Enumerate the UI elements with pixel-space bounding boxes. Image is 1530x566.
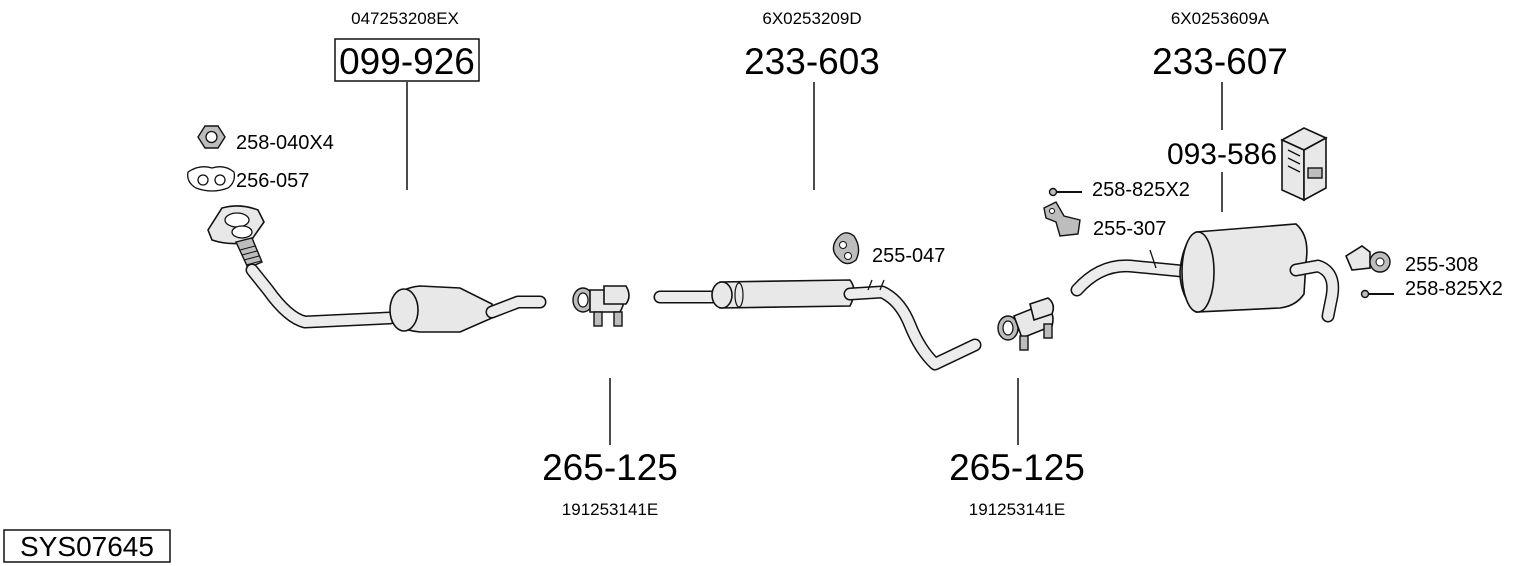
rear-bracket-1-part-number: 255-307 <box>1093 218 1166 240</box>
flange-gasket-icon <box>187 166 236 192</box>
clamp-2-oem: 191253141E <box>969 500 1065 519</box>
bolt-2-icon <box>1360 289 1394 299</box>
clamp-1-part-number: 265-125 <box>542 447 678 488</box>
front-pipe-catalyst <box>207 205 547 333</box>
mounting-kit-box-icon <box>1280 127 1328 202</box>
middle-hanger-part-number: 255-047 <box>872 245 945 267</box>
rear-bolt-1-part-number: 258-825X2 <box>1092 179 1190 201</box>
front-pipe-nut-part-number: 258-040X4 <box>236 132 334 154</box>
system-code: SYS07645 <box>20 531 154 562</box>
middle-silencer-oem: 6X0253209D <box>762 9 861 28</box>
hex-nut-icon <box>197 125 226 149</box>
rear-bolt-2-part-number: 258-825X2 <box>1405 278 1503 300</box>
bolt-icon <box>1048 187 1082 197</box>
clamp-1-oem: 191253141E <box>562 500 658 519</box>
rear-silencer-oem: 6X0253609A <box>1171 9 1270 28</box>
rubber-hanger-icon <box>832 232 860 265</box>
clamp-1-icon <box>572 285 630 327</box>
front-pipe-part-number: 099-926 <box>339 41 475 82</box>
front-pipe-gasket-part-number: 256-057 <box>236 170 309 192</box>
clamp-2-icon <box>997 297 1055 351</box>
rear-silencer-part-number: 233-607 <box>1152 41 1288 82</box>
front-pipe-oem: 047253208EX <box>351 9 459 28</box>
system-code-box <box>3 529 171 563</box>
mounting-kit-part-number: 093-586 <box>1167 138 1277 171</box>
clamp-2-part-number: 265-125 <box>949 447 1085 488</box>
middle-silencer-part-number: 233-603 <box>744 41 880 82</box>
front-pipe-highlight-box <box>334 38 480 82</box>
rear-silencer <box>1070 223 1340 323</box>
rear-bracket-2-icon <box>1344 245 1391 273</box>
rear-bracket-2-part-number: 255-308 <box>1405 254 1478 276</box>
middle-silencer <box>653 279 982 371</box>
rear-bracket-icon <box>1043 201 1081 237</box>
